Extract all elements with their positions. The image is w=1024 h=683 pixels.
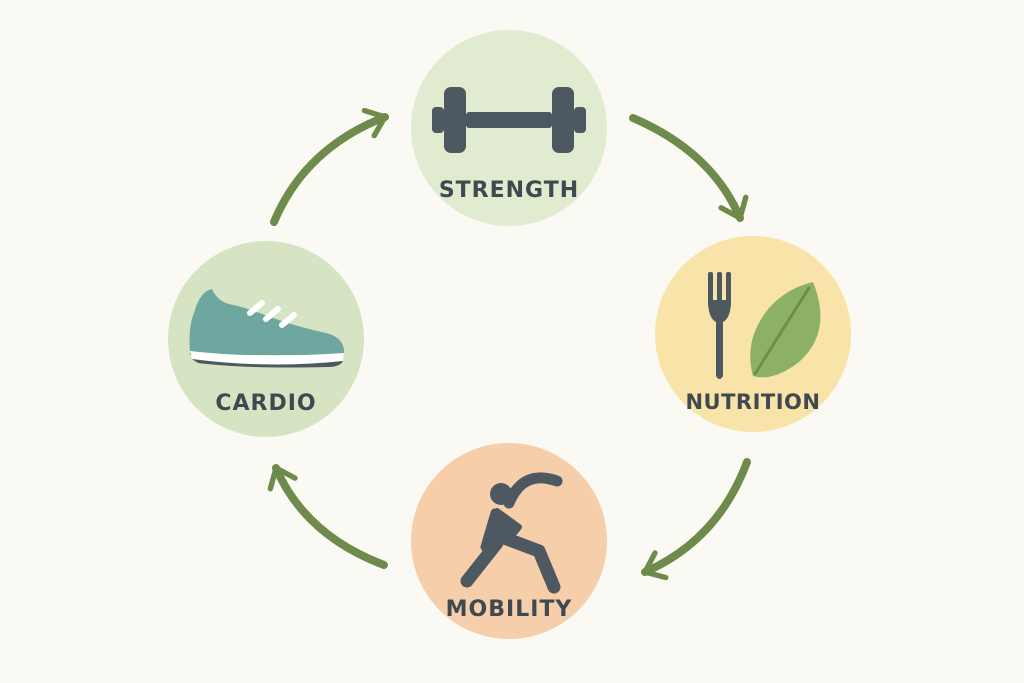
node-label: STRENGTH xyxy=(438,178,580,203)
arrow-mobility-to-cardio xyxy=(267,464,388,569)
node-cardio: CARDIO xyxy=(168,241,364,437)
arrow-strength-to-nutrition xyxy=(629,114,749,222)
node-label: MOBILITY xyxy=(445,597,573,622)
node-mobility: MOBILITY xyxy=(411,443,607,639)
arrow-nutrition-to-mobility xyxy=(641,458,751,581)
node-nutrition: NUTRITION xyxy=(655,236,851,432)
arrow-cardio-to-strength xyxy=(270,107,389,226)
node-label: CARDIO xyxy=(215,391,317,416)
sneaker-icon xyxy=(189,289,344,368)
fork-and-leaf-icon xyxy=(708,272,821,379)
node-strength: STRENGTH xyxy=(411,30,607,226)
node-label: NUTRITION xyxy=(685,390,821,414)
leaf-icon xyxy=(750,282,821,378)
stretching-person-icon xyxy=(460,472,563,594)
dumbbell-icon xyxy=(432,87,586,153)
